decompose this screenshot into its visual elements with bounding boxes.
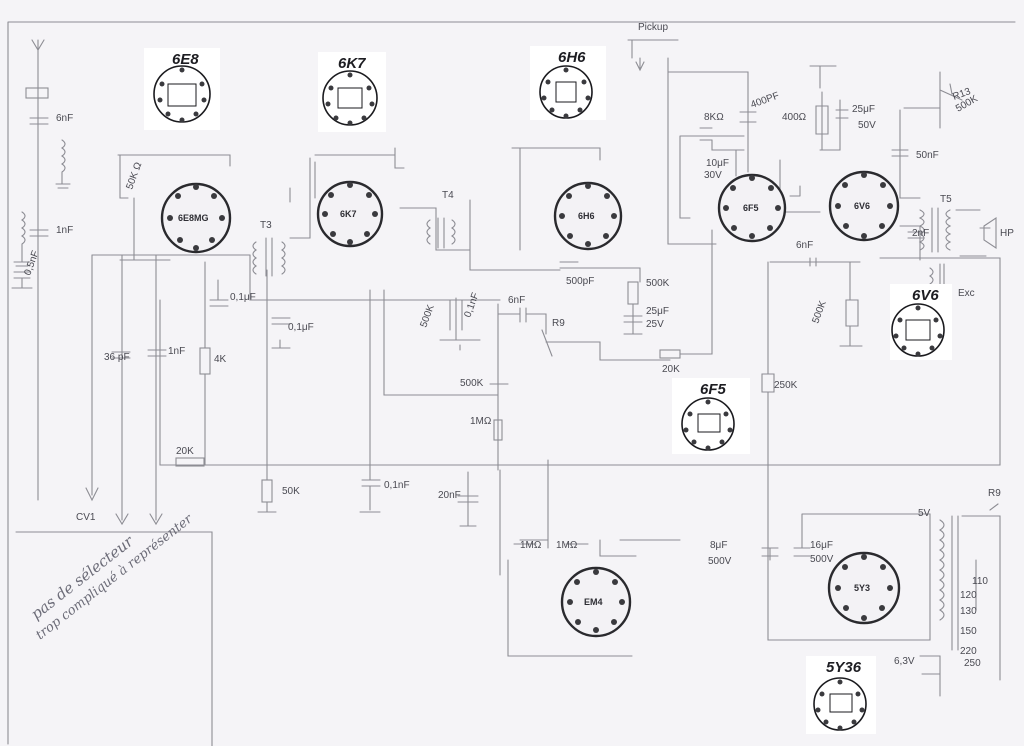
- pinout-card-5y36: 5Y36: [806, 656, 876, 734]
- label-r9b: R9: [988, 488, 1001, 499]
- label-t3: T3: [260, 220, 272, 231]
- tube-label-em4: EM4: [584, 597, 603, 607]
- card-title-5y36: 5Y36: [826, 659, 862, 676]
- tube-label-6h6: 6H6: [578, 211, 595, 221]
- tube-6e8mg: 6E8MG: [160, 182, 232, 254]
- label-cv1: CV1: [76, 512, 96, 523]
- label-500v-b: 500V: [810, 554, 834, 565]
- output-wiring: [761, 71, 997, 641]
- sheet-border: [7, 21, 1016, 745]
- label-5v: 5V: [918, 508, 931, 519]
- note-line-2: trop compliqué à représenter: [33, 511, 196, 643]
- label-0-5nf: 0,5nF: [22, 249, 41, 277]
- label-20nf: 20nF: [438, 490, 461, 501]
- label-50nf: 50nF: [916, 150, 939, 161]
- label-4k: 4K: [214, 354, 227, 365]
- label-500pf: 500pF: [566, 276, 594, 287]
- label-2nf: 2nF: [912, 228, 929, 239]
- stage1-wiring: [85, 154, 1001, 526]
- card-title-6v6: 6V6: [912, 287, 939, 304]
- stage3-wiring: [439, 147, 713, 527]
- tube-em4: EM4: [560, 566, 632, 638]
- card-title-6k7: 6K7: [338, 55, 366, 72]
- pinout-card-6f5: 6F5: [672, 378, 750, 454]
- tube-label-6e8mg: 6E8MG: [178, 213, 209, 223]
- label-50k-ohm: 50K Ω: [124, 160, 144, 191]
- pinout-card-6e8: 6E8: [144, 48, 220, 130]
- label-500v-a: 500V: [708, 556, 732, 567]
- tube-6f5: 6F5: [717, 173, 787, 243]
- label-1mohm-a: 1MΩ: [520, 540, 542, 551]
- label-25v: 25V: [646, 319, 664, 330]
- power-supply-wiring: [499, 459, 1001, 697]
- label-36pf: 36 pF: [104, 352, 130, 363]
- tube-label-5y3: 5Y3: [854, 583, 870, 593]
- note-box: [15, 531, 213, 746]
- label-400ohm: 400Ω: [782, 112, 807, 123]
- card-title-6f5: 6F5: [700, 381, 727, 398]
- label-pickup: Pickup: [638, 22, 668, 33]
- label-0-1nf: 0,1nF: [384, 480, 410, 491]
- label-10uf: 10μF: [706, 158, 729, 169]
- label-500k-b: 500K: [646, 278, 670, 289]
- card-title-6e8: 6E8: [172, 51, 199, 68]
- label-hp: HP: [1000, 228, 1014, 239]
- label-30v: 30V: [704, 170, 722, 181]
- label-25uf-a: 25μF: [646, 306, 669, 317]
- antenna-section: [11, 39, 71, 501]
- label-8uf: 8μF: [710, 540, 727, 551]
- label-0-1nf-b: 0,1nF: [462, 291, 481, 319]
- card-title-6h6: 6H6: [558, 49, 586, 66]
- label-500k-a: 500K: [418, 303, 436, 329]
- label-r9: R9: [552, 318, 565, 329]
- transformer-t3: [249, 157, 501, 301]
- label-mains-110: 110: [972, 576, 988, 587]
- label-exc: Exc: [958, 288, 975, 299]
- label-mains-120: 120: [960, 590, 977, 601]
- label-1nf-ant: 1nF: [56, 225, 73, 236]
- label-25uf-b: 25μF: [852, 104, 875, 115]
- label-mains-250: 250: [964, 658, 981, 669]
- tube-5y3: 5Y3: [827, 551, 901, 625]
- tube-6v6: 6V6: [828, 170, 900, 242]
- label-0-1uf-a: 0,1μF: [230, 292, 256, 303]
- label-20k-b: 20K: [662, 364, 680, 375]
- label-16uf: 16μF: [810, 540, 833, 551]
- label-400pf: 400PF: [749, 90, 780, 110]
- label-50k-b: 50K: [282, 486, 300, 497]
- label-mains-220: 220: [960, 646, 977, 657]
- label-6-3v: 6,3V: [894, 656, 915, 667]
- label-1mohm: 1MΩ: [470, 416, 492, 427]
- label-500k-d: 500K: [810, 299, 828, 325]
- label-6nf-b: 6nF: [508, 295, 525, 306]
- label-mains-150: 150: [960, 626, 977, 637]
- label-8kohm: 8KΩ: [704, 112, 724, 123]
- label-t4: T4: [442, 190, 454, 201]
- pinout-card-6h6: 6H6: [530, 46, 606, 120]
- pinout-card-6k7: 6K7: [318, 52, 386, 132]
- stage2-wiring: [289, 147, 499, 396]
- tube-label-6f5: 6F5: [743, 203, 759, 213]
- label-250k: 250K: [774, 380, 798, 391]
- tube-6k7: 6K7: [316, 180, 384, 248]
- label-0-1uf-b: 0,1μF: [288, 322, 314, 333]
- pinout-card-6v6: 6V6: [890, 284, 952, 360]
- tube-6h6: 6H6: [553, 181, 623, 251]
- label-6nf: 6nF: [56, 113, 73, 124]
- label-1mohm-b: 1MΩ: [556, 540, 578, 551]
- label-mains-130: 130: [960, 606, 977, 617]
- tube-label-6v6: 6V6: [854, 201, 870, 211]
- label-6nf-c: 6nF: [796, 240, 813, 251]
- label-500k-c: 500K: [460, 378, 484, 389]
- label-1nf-b: 1nF: [168, 346, 185, 357]
- stage4-wiring: [627, 39, 849, 245]
- tube-label-6k7: 6K7: [340, 209, 357, 219]
- label-t5: T5: [940, 194, 952, 205]
- label-20k-a: 20K: [176, 446, 194, 457]
- label-50v: 50V: [858, 120, 876, 131]
